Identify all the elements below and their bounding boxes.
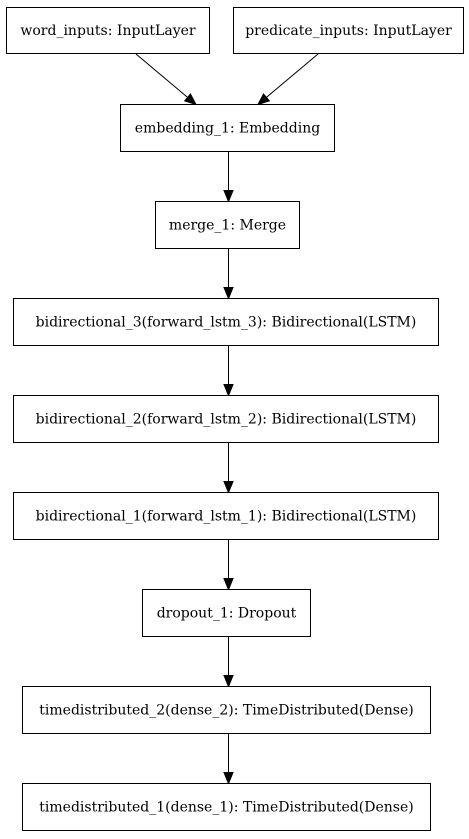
node-box <box>142 589 311 637</box>
edge-line <box>266 53 319 98</box>
arrowhead <box>223 384 234 397</box>
node-bidirectional-2: bidirectional_2(forward_lstm_2): Bidirec… <box>13 395 439 443</box>
nodes-layer: word_inputs: InputLayer predicate_inputs:… <box>6 7 464 831</box>
node-predicate-inputs: predicate_inputs: InputLayer <box>233 7 464 54</box>
arrowhead <box>223 772 234 785</box>
edge-bidirectional-1-to-dropout-1 <box>223 540 234 591</box>
node-merge-1: merge_1: Merge <box>155 201 300 249</box>
node-timedistributed-2: timedistributed_2(dense_2): TimeDistribu… <box>22 686 431 734</box>
node-label: bidirectional_1(forward_lstm_1): Bidirec… <box>36 509 417 525</box>
node-bidirectional-3: bidirectional_3(forward_lstm_3): Bidirec… <box>13 298 439 346</box>
edge-predicate-inputs-to-embedding-1 <box>256 53 319 106</box>
edges-layer <box>135 53 319 785</box>
node-box <box>13 395 439 443</box>
node-box <box>6 7 210 54</box>
node-box <box>22 686 431 734</box>
arrowhead <box>256 93 271 106</box>
node-box <box>13 492 439 540</box>
arrowhead <box>223 481 234 494</box>
node-label: bidirectional_2(forward_lstm_2): Bidirec… <box>36 412 417 428</box>
arrowhead <box>223 675 234 688</box>
node-box <box>233 7 464 54</box>
arrowhead <box>183 93 198 106</box>
arrowhead <box>223 287 234 300</box>
node-label: predicate_inputs: InputLayer <box>245 23 452 39</box>
node-dropout-1: dropout_1: Dropout <box>142 589 311 637</box>
edge-embedding-1-to-merge-1 <box>223 152 234 203</box>
edge-bidirectional-2-to-bidirectional-1 <box>223 443 234 494</box>
node-label: word_inputs: InputLayer <box>20 23 196 39</box>
node-label: timedistributed_1(dense_1): TimeDistribu… <box>39 800 413 816</box>
node-word-inputs: word_inputs: InputLayer <box>6 7 210 54</box>
node-box <box>22 783 431 831</box>
edge-dropout-1-to-timedistributed-2 <box>223 637 234 688</box>
node-label: embedding_1: Embedding <box>135 121 320 137</box>
edge-merge-1-to-bidirectional-3 <box>223 249 234 300</box>
node-label: bidirectional_3(forward_lstm_3): Bidirec… <box>36 315 417 331</box>
node-timedistributed-1: timedistributed_1(dense_1): TimeDistribu… <box>22 783 431 831</box>
node-bidirectional-1: bidirectional_1(forward_lstm_1): Bidirec… <box>13 492 439 540</box>
node-label: timedistributed_2(dense_2): TimeDistribu… <box>39 703 413 719</box>
arrowhead <box>223 578 234 591</box>
node-box <box>13 298 439 346</box>
arrowhead <box>223 190 234 203</box>
node-embedding-1: embedding_1: Embedding <box>120 104 335 152</box>
edge-bidirectional-3-to-bidirectional-2 <box>223 346 234 397</box>
edge-line <box>135 53 188 98</box>
edge-word-inputs-to-embedding-1 <box>135 53 198 106</box>
node-box <box>155 201 300 249</box>
node-label: merge_1: Merge <box>169 218 286 234</box>
node-label: dropout_1: Dropout <box>157 606 297 622</box>
edge-timedistributed-2-to-timedistributed-1 <box>223 734 234 785</box>
node-box <box>120 104 335 152</box>
